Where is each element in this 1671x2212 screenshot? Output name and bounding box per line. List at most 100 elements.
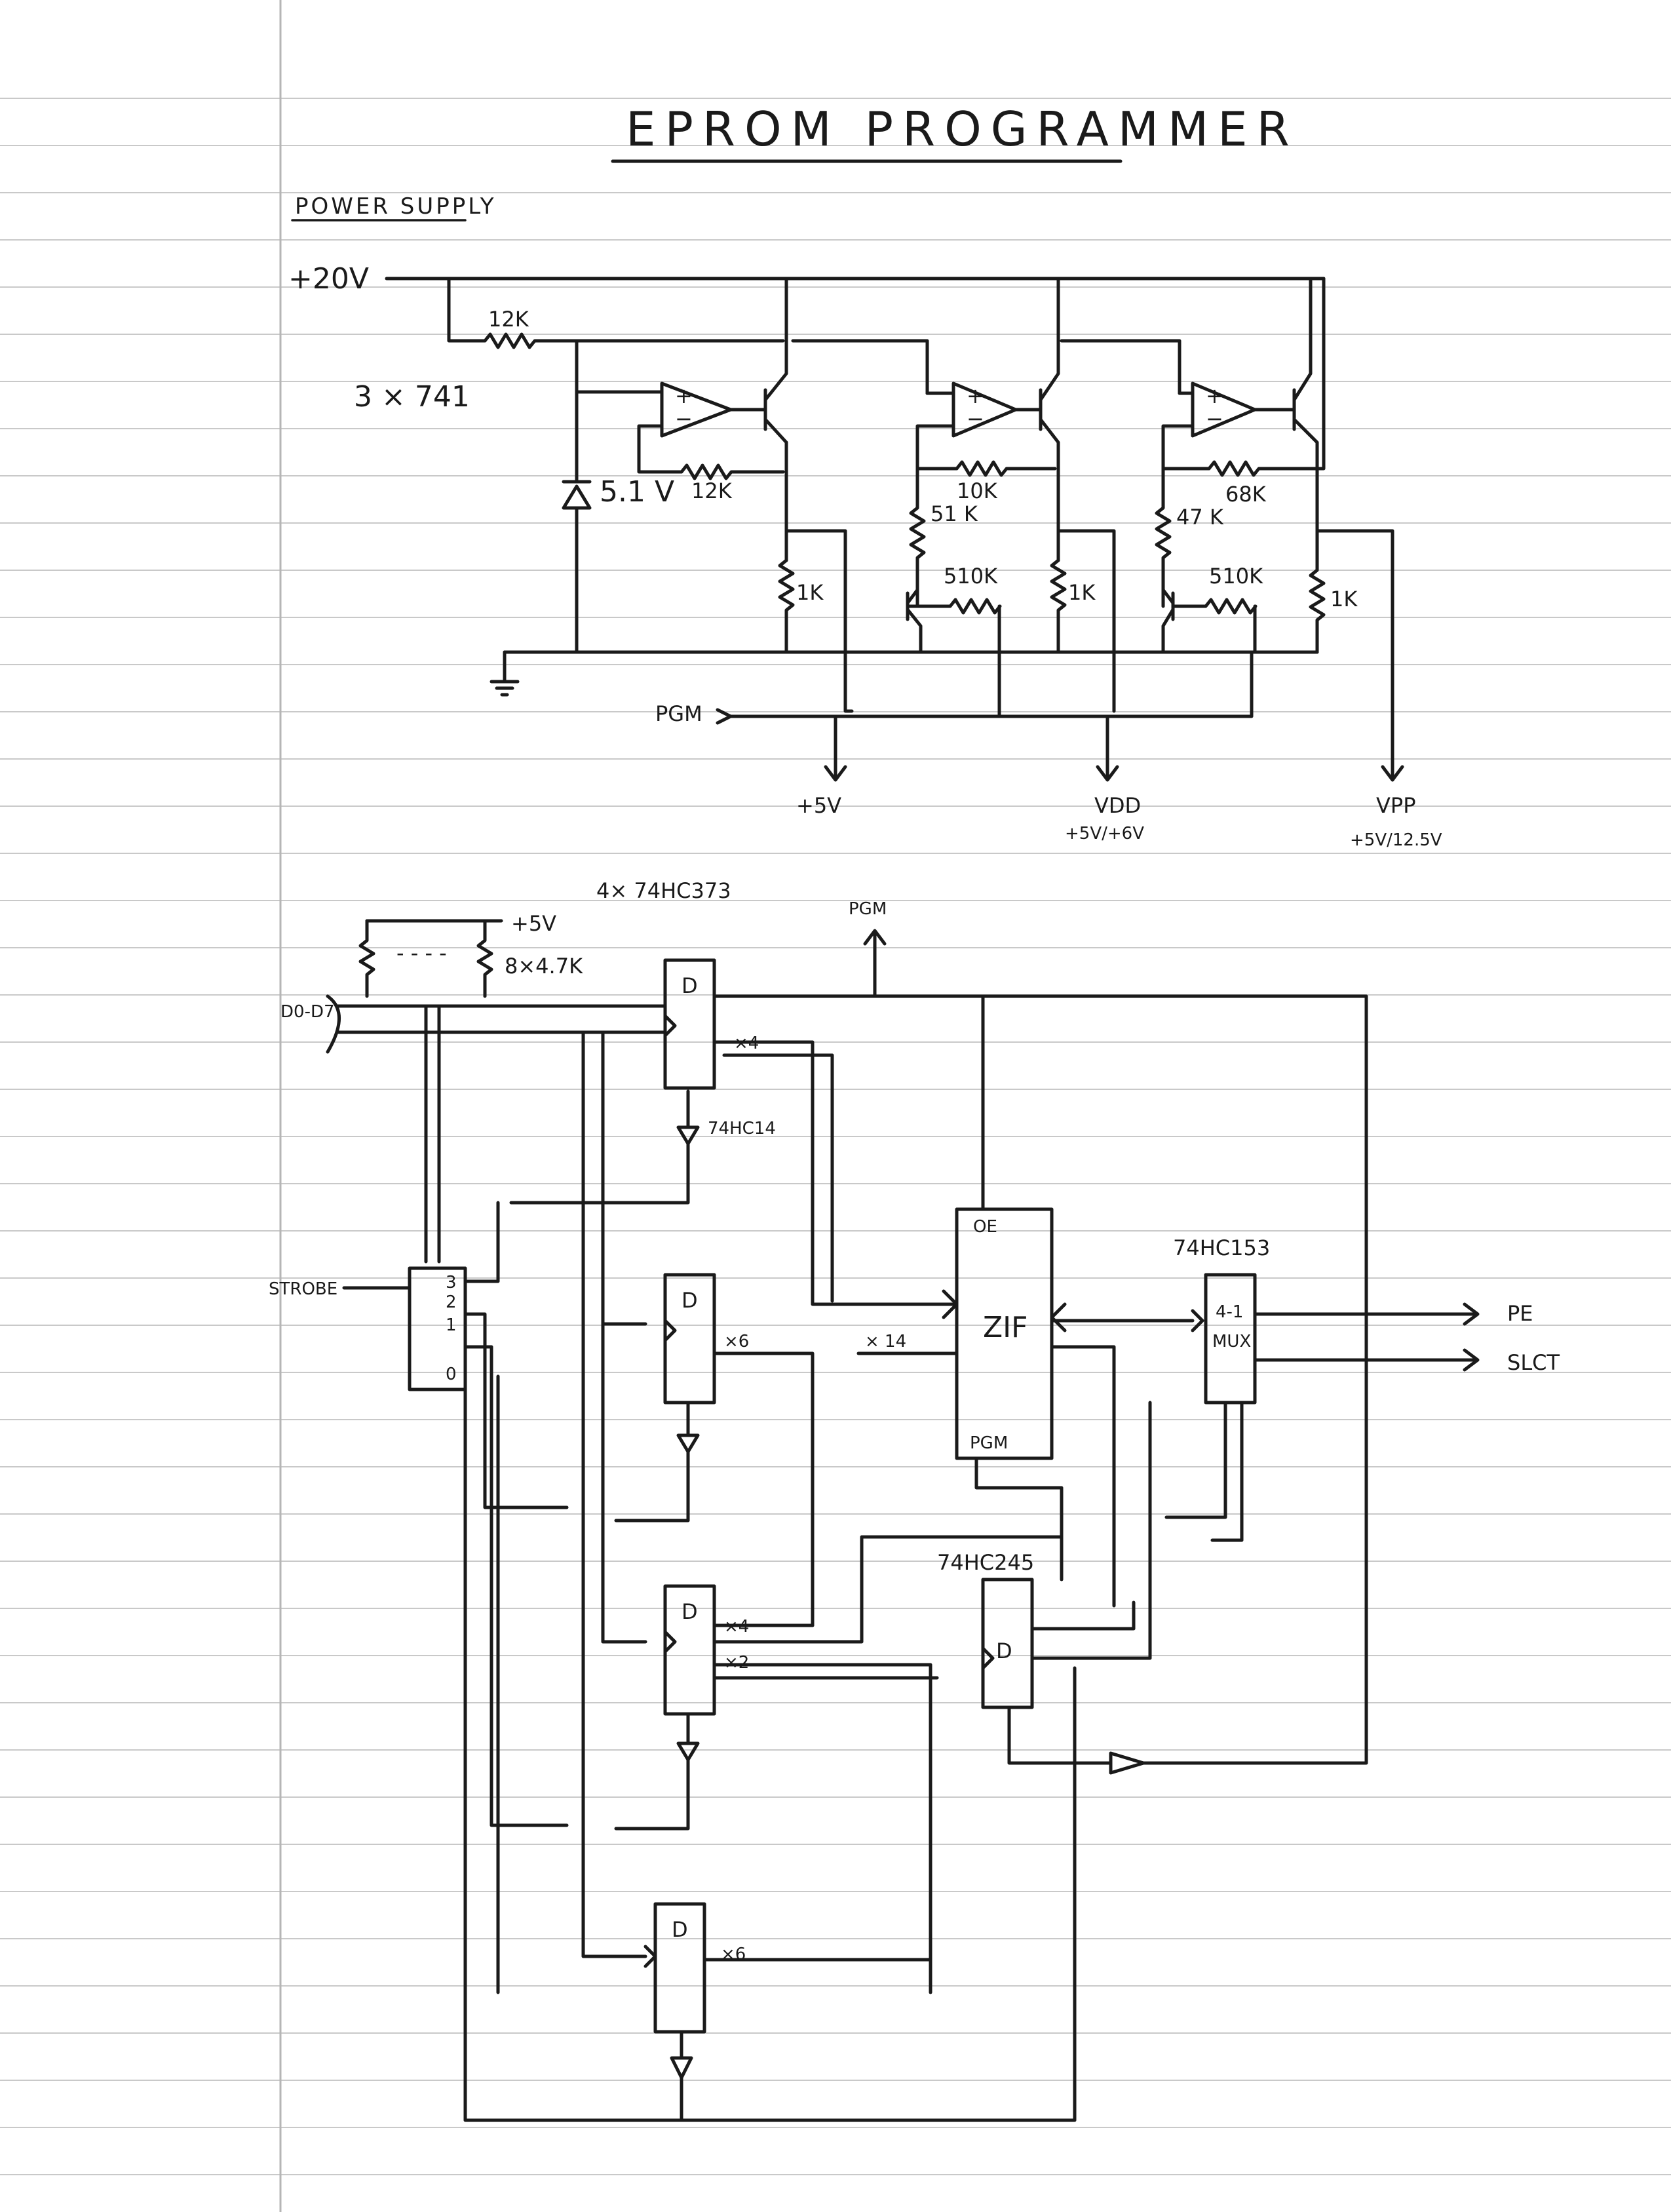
resistor-12k-top (483, 332, 785, 349)
strobe-bus (424, 1004, 441, 1264)
divider-resistor-2 (909, 467, 926, 575)
wire (915, 424, 959, 471)
base-resistor-2 (906, 598, 1002, 654)
wire (463, 1371, 500, 1994)
buffer-74hc14-3 (614, 1712, 700, 1831)
ground-symbol (490, 650, 520, 697)
wire (637, 424, 683, 474)
wire (1056, 529, 1116, 713)
buffer-74hc14-2 (614, 1401, 700, 1523)
svg-text:D: D (996, 1639, 1012, 1663)
transistor-3 (1253, 277, 1319, 559)
svg-text:4-1: 4-1 (1216, 1302, 1243, 1322)
transistor-2 (1014, 277, 1060, 562)
zener-diode (562, 480, 592, 510)
feedback-resistor-2 (955, 460, 1057, 477)
ruled-lines (0, 98, 1671, 2175)
svg-text:D: D (682, 973, 698, 998)
svg-text:VPP: VPP (1376, 793, 1415, 818)
logic-section: 4× 74HC373 PGM +5V - - - - 8×4.7K D0-D7 … (269, 878, 1560, 2122)
bus-to-mux (1050, 1319, 1195, 1608)
wire (1060, 339, 1181, 395)
bottom-return (463, 1984, 1077, 2122)
svg-text:68K: 68K (1225, 482, 1267, 507)
svg-text:SLCT: SLCT (1507, 1350, 1560, 1375)
transistor-1 (729, 277, 788, 444)
base-resistor-3 (1171, 598, 1258, 654)
svg-text:10K: 10K (957, 478, 998, 503)
load-resistor-1 (778, 558, 795, 654)
zener-label: 5.1 V (600, 475, 674, 509)
svg-text:PGM: PGM (970, 1433, 1008, 1453)
svg-text:−: − (675, 406, 693, 431)
pullup-resistor-8 (476, 919, 493, 998)
svg-text:510K: 510K (1209, 564, 1263, 589)
svg-text:+: + (675, 383, 693, 408)
pullup-resistor-1 (358, 919, 375, 998)
wire (974, 1456, 1064, 1506)
opamp-2 (951, 381, 1018, 438)
svg-text:47 K: 47 K (1176, 505, 1224, 530)
wire (463, 1312, 569, 1509)
wire (791, 339, 929, 395)
svg-text:510K: 510K (944, 564, 998, 589)
svg-text:+: + (967, 383, 984, 408)
svg-text:2: 2 (446, 1292, 457, 1312)
divider-resistor-3 (1155, 467, 1172, 575)
load-resistor-3 (1309, 555, 1326, 654)
data-bus (336, 1004, 667, 1034)
svg-text:3: 3 (446, 1273, 457, 1292)
switch-transistor-2 (906, 572, 923, 654)
svg-text:D: D (682, 1288, 698, 1313)
wire (1315, 529, 1394, 782)
inverter (1007, 1535, 1368, 1775)
out-slct (1253, 1348, 1480, 1372)
mux (1204, 1273, 1257, 1405)
zif-socket (955, 1207, 1054, 1460)
xcvr-label: 74HC245 (937, 1550, 1034, 1575)
wire (1030, 1401, 1152, 1660)
power-supply: +20V 12K 3 × 741 5.1 V + − 12K 1K + − (288, 262, 1442, 850)
wire (1161, 424, 1211, 471)
svg-text:51 K: 51 K (931, 501, 978, 526)
latch-1 (663, 958, 716, 1090)
opamp-3 (1191, 381, 1257, 438)
svg-text:D: D (672, 1917, 688, 1942)
svg-text:+5V: +5V (511, 911, 556, 936)
opamp-1 (660, 381, 733, 438)
svg-text:+: + (1206, 383, 1223, 408)
resistor-label: 12K (488, 307, 529, 332)
svg-text:−: − (1206, 406, 1223, 431)
opamp-count-label: 3 × 741 (354, 380, 470, 414)
svg-text:1K: 1K (1330, 587, 1358, 611)
svg-text:×2: ×2 (724, 1653, 749, 1673)
svg-text:0: 0 (446, 1365, 457, 1384)
svg-text:D: D (682, 1599, 698, 1624)
svg-text:OE: OE (973, 1217, 997, 1237)
wire (712, 1663, 939, 1994)
wire (1164, 1401, 1244, 1542)
buffer-74hc14-4 (670, 2030, 693, 2122)
svg-text:+5V/+6V: +5V/+6V (1065, 824, 1144, 844)
pgm-out-arrow (863, 929, 887, 998)
pgm-line (716, 650, 1254, 725)
buffer-74hc14-1 (509, 1089, 700, 1205)
svg-text:MUX: MUX (1212, 1332, 1251, 1351)
pullup-label: 8×4.7K (505, 954, 583, 979)
wire (463, 1345, 569, 1827)
connector-bracket (326, 994, 341, 1054)
svg-text:74HC14: 74HC14 (708, 1119, 776, 1138)
svg-text:1K: 1K (796, 580, 824, 605)
section-heading: POWER SUPPLY (295, 193, 496, 220)
output-vdd (1096, 714, 1119, 782)
pgm-label: PGM (655, 701, 702, 726)
rail-label: +20V (288, 262, 369, 296)
switch-transistor-3 (1161, 572, 1175, 654)
svg-text:PE: PE (1507, 1301, 1533, 1326)
bus-feed (581, 1030, 647, 1958)
output-vpp (1381, 765, 1404, 782)
feedback-resistor-3 (1207, 277, 1326, 477)
svg-text:×6: ×6 (724, 1332, 749, 1351)
